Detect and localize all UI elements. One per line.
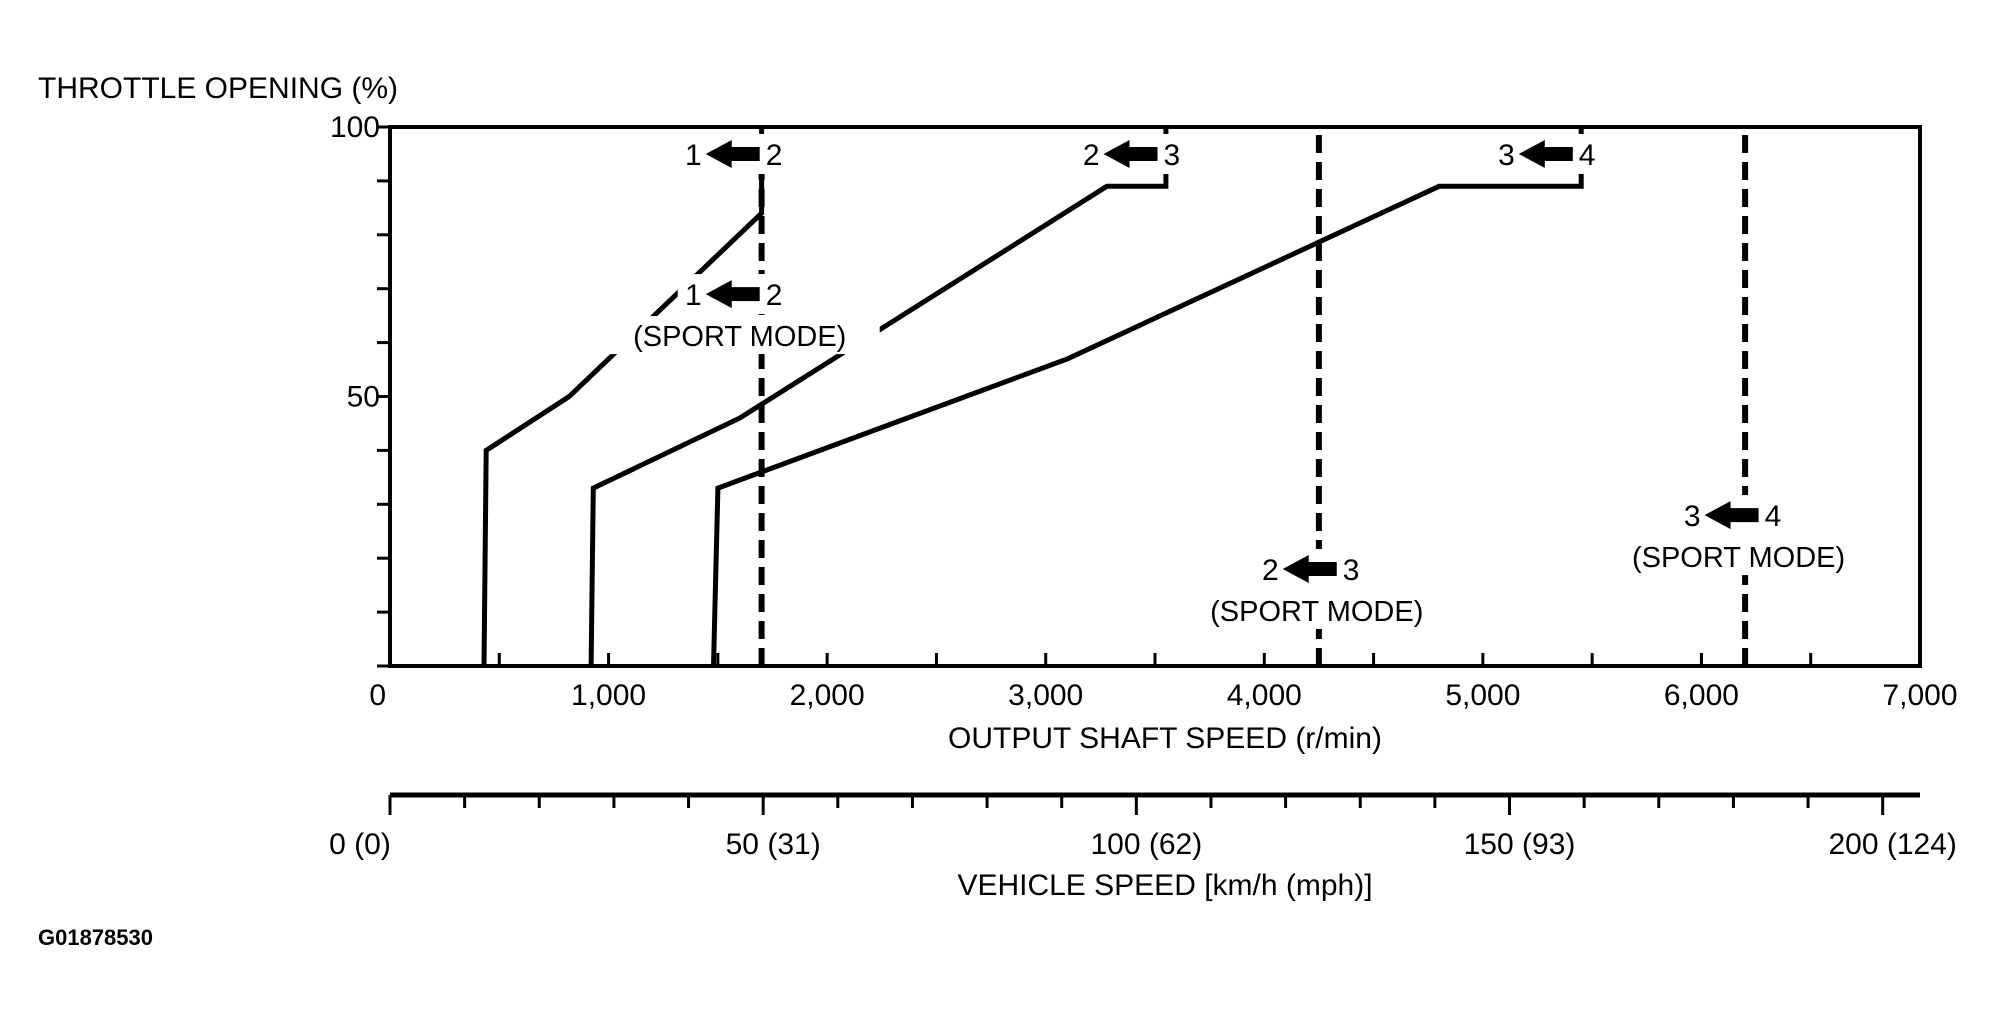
shift-from-gear: 2 — [1083, 139, 1100, 172]
vehicle-speed-tick-label: 150 (93) — [1464, 828, 1576, 861]
shift-annotation-6: 3 4 (SPORT MODE) — [1598, 495, 1879, 576]
x-tick-label: 1,000 — [571, 679, 646, 712]
x-tick-label: 5,000 — [1445, 679, 1520, 712]
shift-from-gear: 2 — [1262, 554, 1279, 587]
vehicle-speed-tick-label: 100 (62) — [1090, 828, 1202, 861]
plot-area: 50 100 0 1,000 2,000 3,000 4,000 5,000 6,000 7,00… — [329, 111, 1957, 861]
x-tick-label: 3,000 — [1008, 679, 1083, 712]
plot-frame — [388, 125, 1922, 668]
sport-mode-caption: (SPORT MODE) — [1632, 542, 1845, 574]
shift-from-gear: 1 — [685, 139, 702, 172]
shift-to-gear: 3 — [1164, 139, 1181, 172]
shift-to-gear: 2 — [766, 139, 783, 172]
shift-to-gear: 2 — [766, 279, 783, 312]
shift-line-solid-3 — [711, 127, 1584, 667]
downshift-arrow-icon — [1518, 139, 1573, 168]
sport-mode-caption: (SPORT MODE) — [1210, 596, 1423, 628]
x-axis-label: OUTPUT SHAFT SPEED (r/min) — [948, 722, 1382, 755]
y-tick-label: 100 — [330, 111, 380, 144]
shift-from-gear: 1 — [685, 279, 702, 312]
shift-line-solid-2 — [588, 127, 1169, 667]
downshift-arrow-icon — [705, 139, 760, 168]
shift-to-gear: 4 — [1579, 139, 1596, 172]
shift-from-gear: 3 — [1684, 500, 1701, 533]
shift-line-solid-1 — [481, 127, 765, 667]
vehicle-speed-axis-label: VEHICLE SPEED [km/h (mph)] — [957, 869, 1372, 902]
x-tick-label: 2,000 — [790, 679, 865, 712]
annotation-caption-bg — [1598, 537, 1879, 576]
annotation-caption-bg — [599, 316, 880, 355]
vehicle-speed-tick-label: 200 (124) — [1828, 828, 1956, 861]
shift-annotation-5: 2 3 (SPORT MODE) — [1176, 548, 1457, 629]
vehicle-speed-tick-label: 50 (31) — [726, 828, 821, 861]
downshift-arrow-icon — [1704, 501, 1759, 530]
sport-mode-caption: (SPORT MODE) — [633, 321, 846, 353]
y-axis-label: THROTTLE OPENING (%) — [38, 72, 398, 105]
x-tick-label: 4,000 — [1227, 679, 1302, 712]
shift-to-gear: 3 — [1343, 554, 1360, 587]
downshift-arrow-icon — [705, 280, 760, 309]
shift-from-gear: 3 — [1498, 139, 1515, 172]
x-tick-label: 7,000 — [1882, 679, 1957, 712]
shift-annotation-4: 1 2 (SPORT MODE) — [599, 274, 880, 355]
x-tick-label: 0 — [369, 679, 386, 712]
downshift-arrow-icon — [1282, 554, 1337, 583]
shift-to-gear: 4 — [1765, 500, 1782, 533]
downshift-arrow-icon — [1103, 139, 1158, 168]
x-tick-label: 6,000 — [1664, 679, 1739, 712]
vehicle-speed-tick-label: 0 (0) — [329, 828, 391, 861]
annotation-caption-bg — [1176, 590, 1457, 629]
figure-code: G01878530 — [38, 925, 153, 950]
y-tick-label: 50 — [347, 381, 380, 414]
